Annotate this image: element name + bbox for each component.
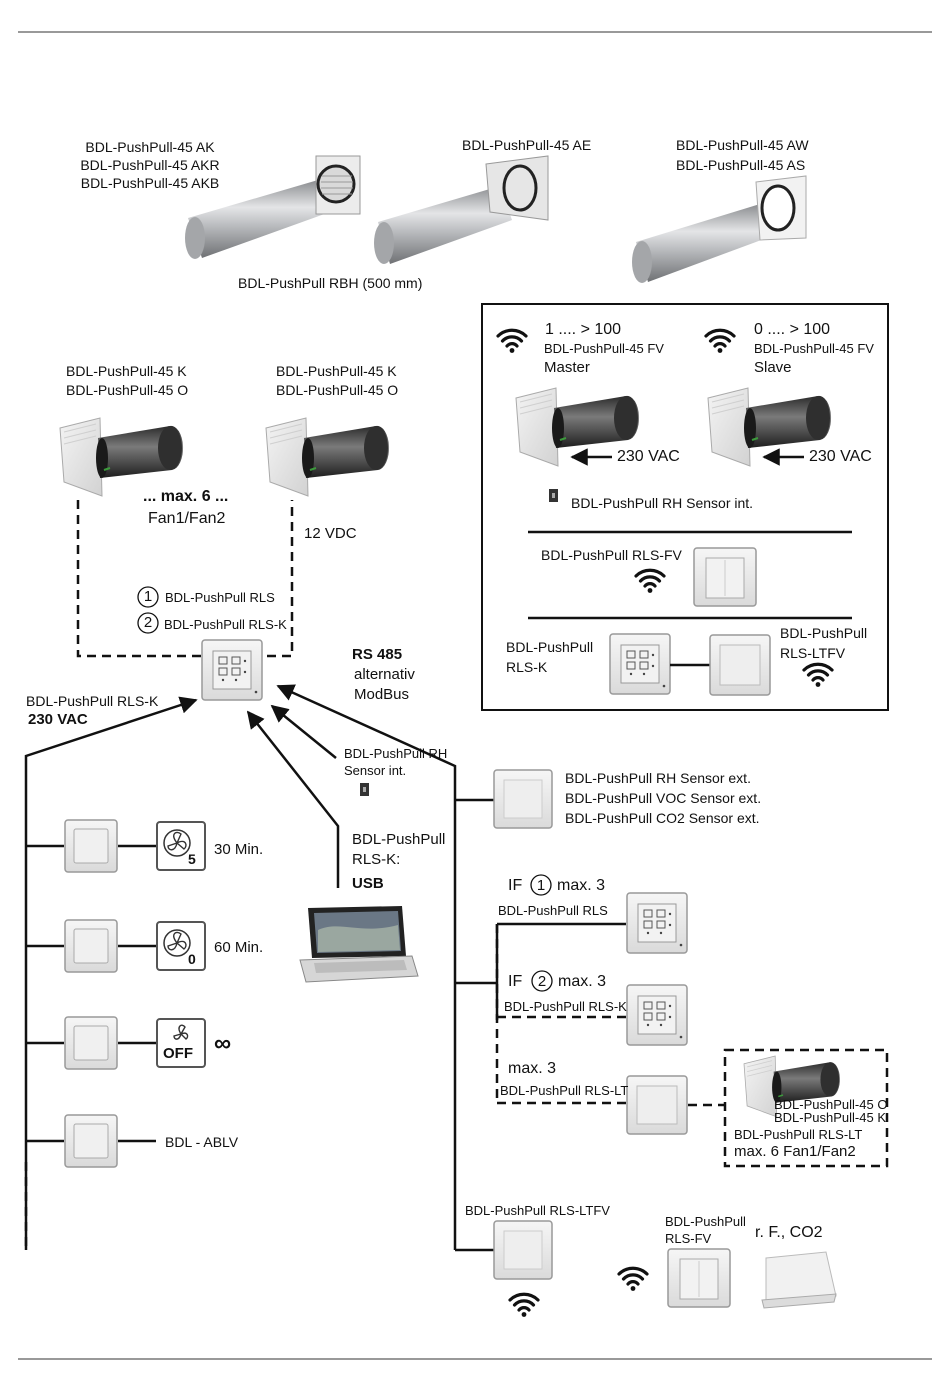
- lt-max: max. 3: [508, 1060, 557, 1077]
- label-opt-rls: BDL-PushPull RLS: [165, 590, 275, 605]
- rs485: RS 485: [352, 646, 403, 663]
- switch-infinite: ∞: [214, 1030, 232, 1057]
- lt-box-k: BDL-PushPull-45 K: [774, 1110, 886, 1125]
- label-ak: BDL-PushPull-45 AK: [85, 139, 215, 155]
- sensor-co2-ext: BDL-PushPull CO2 Sensor ext.: [565, 810, 760, 826]
- label-unit1-k: BDL-PushPull-45 K: [66, 363, 187, 379]
- laptop-icon: [299, 906, 419, 983]
- label-fan1-fan2: Fan1/Fan2: [148, 510, 226, 527]
- label-opt-rls-k: BDL-PushPull RLS-K: [164, 617, 287, 632]
- if2-num: 2: [537, 973, 547, 990]
- if1-pre: IF: [508, 877, 523, 894]
- label-max6: ... max. 6 ...: [143, 488, 229, 505]
- rh-sensor-int-icon-box: [549, 489, 558, 502]
- fan-digit-5: 5: [188, 851, 196, 867]
- sensor-voc-ext: BDL-PushPull VOC Sensor ext.: [565, 790, 762, 806]
- fan-digit-0: 0: [188, 951, 196, 967]
- usb-label: USB: [352, 875, 384, 892]
- if1-device: BDL-PushPull RLS: [498, 903, 608, 918]
- box-ltfv-2: RLS-LTFV: [780, 645, 846, 661]
- label-akb: BDL-PushPull-45 AKB: [80, 175, 220, 191]
- slave-fv: BDL-PushPull-45 FV: [754, 341, 874, 356]
- label-as: BDL-PushPull-45 AS: [676, 157, 806, 173]
- box-rh-int: BDL-PushPull RH Sensor int.: [571, 495, 754, 511]
- fan-symbol-2: [156, 921, 206, 971]
- label-12vdc: 12 VDC: [304, 525, 357, 542]
- tube-aw: [632, 175, 807, 283]
- fan-off: OFF: [163, 1045, 193, 1062]
- box-rls-k-2: RLS-K: [506, 659, 548, 675]
- center-rh-1: BDL-PushPull RH: [344, 746, 448, 761]
- label-ae: BDL-PushPull-45 AE: [462, 137, 592, 153]
- if1-post: max. 3: [557, 877, 606, 894]
- label-aw: BDL-PushPull-45 AW: [676, 137, 809, 153]
- tube-ak: [185, 155, 361, 259]
- center-230vac: 230 VAC: [28, 711, 88, 728]
- box-rls-fv: BDL-PushPull RLS-FV: [541, 547, 682, 563]
- fan-symbol-1: [156, 821, 206, 871]
- if2-device: BDL-PushPull RLS-K: [504, 999, 627, 1014]
- rh-sensor-int-icon-center: [360, 783, 369, 796]
- label-akr: BDL-PushPull-45 AKR: [80, 157, 220, 173]
- label-rbh: BDL-PushPull RBH (500 mm): [238, 275, 423, 291]
- lt-box-lt: BDL-PushPull RLS-LT: [734, 1127, 863, 1142]
- if2-pre: IF: [508, 973, 523, 990]
- usb-2: RLS-K:: [352, 851, 401, 868]
- master-range: 1 .... > 100: [545, 321, 622, 338]
- rf-co2: r. F., CO2: [755, 1224, 823, 1241]
- slave-label: Slave: [754, 359, 792, 376]
- vac-master: 230 VAC: [617, 448, 680, 465]
- slave-range: 0 .... > 100: [754, 321, 831, 338]
- fv-label-1: BDL-PushPull: [665, 1214, 746, 1229]
- fv-label-2: RLS-FV: [665, 1231, 712, 1246]
- label-unit2-k: BDL-PushPull-45 K: [276, 363, 397, 379]
- sensor-rh-ext: BDL-PushPull RH Sensor ext.: [565, 770, 751, 786]
- usb-1: BDL-PushPull: [352, 831, 446, 848]
- switch-ablv: BDL - ABLV: [165, 1134, 239, 1150]
- modbus: ModBus: [354, 686, 410, 703]
- switch-60min: 60 Min.: [214, 939, 264, 956]
- label-unit2-o: BDL-PushPull-45 O: [276, 382, 399, 398]
- fan-symbol-off: [156, 1018, 206, 1068]
- switch-30min: 30 Min.: [214, 841, 264, 858]
- center-rls-k: BDL-PushPull RLS-K: [26, 693, 159, 709]
- num-2: 2: [143, 614, 153, 631]
- lt-box-max: max. 6 Fan1/Fan2: [734, 1143, 856, 1160]
- box-ltfv-1: BDL-PushPull: [780, 625, 868, 641]
- if1-num: 1: [536, 877, 546, 894]
- vac-slave: 230 VAC: [809, 448, 872, 465]
- tube-ae: [374, 155, 549, 264]
- if2-post: max. 3: [558, 973, 607, 990]
- master-fv: BDL-PushPull-45 FV: [544, 341, 664, 356]
- box-rls-k-1: BDL-PushPull: [506, 639, 594, 655]
- center-rh-2: Sensor int.: [344, 763, 407, 778]
- num-1: 1: [143, 588, 153, 605]
- lt-box-o: BDL-PushPull-45 O: [774, 1097, 888, 1112]
- alternativ: alternativ: [354, 666, 415, 683]
- lt-device: BDL-PushPull RLS-LT: [500, 1083, 629, 1098]
- master-label: Master: [544, 359, 590, 376]
- ltfv-label: BDL-PushPull RLS-LTFV: [465, 1203, 610, 1218]
- label-unit1-o: BDL-PushPull-45 O: [66, 382, 189, 398]
